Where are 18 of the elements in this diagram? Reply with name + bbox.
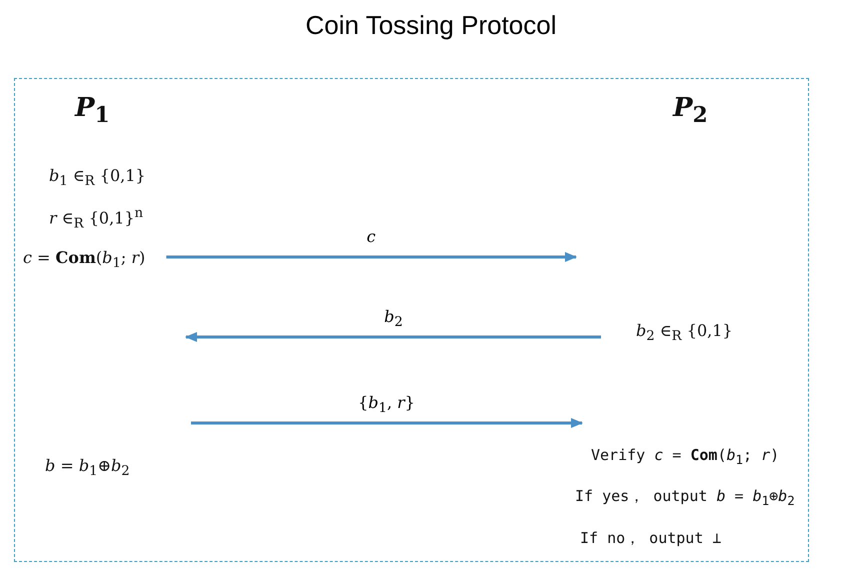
formula-text: r ∈$_{R}$ {0,1}$^{n}$ — [49, 206, 144, 232]
formula-text: c = Com(b$_{1}$; r) — [23, 248, 146, 272]
edge-label: c — [366, 227, 376, 246]
formula-text: b = b$_{1}$⊕b$_{2}$ — [45, 456, 130, 480]
formula-text: b$_{2}$ ∈$_{R}$ {0,1} — [636, 321, 733, 344]
diagram-title: Coin Tossing Protocol — [304, 10, 558, 41]
arrow — [191, 418, 583, 428]
formula-text: Verify c = Com(b$_{1}$; r) — [591, 446, 780, 467]
dashed-frame — [14, 78, 809, 562]
edge-label: {b$_{1}$, r} — [358, 393, 415, 416]
formula-text: b$_{1}$ ∈$_{R}$ {0,1} — [49, 166, 146, 190]
arrow — [185, 332, 601, 342]
party-label: P$_{2}$ — [673, 93, 708, 128]
party-label: P$_{1}$ — [75, 93, 110, 128]
formula-text: If no， output ⊥ — [580, 529, 722, 548]
edge-label: b$_{2}$ — [384, 307, 403, 330]
arrow — [166, 252, 577, 262]
formula-text: If yes， output b = b$_{1}$⊕b$_{2}$ — [575, 487, 795, 508]
